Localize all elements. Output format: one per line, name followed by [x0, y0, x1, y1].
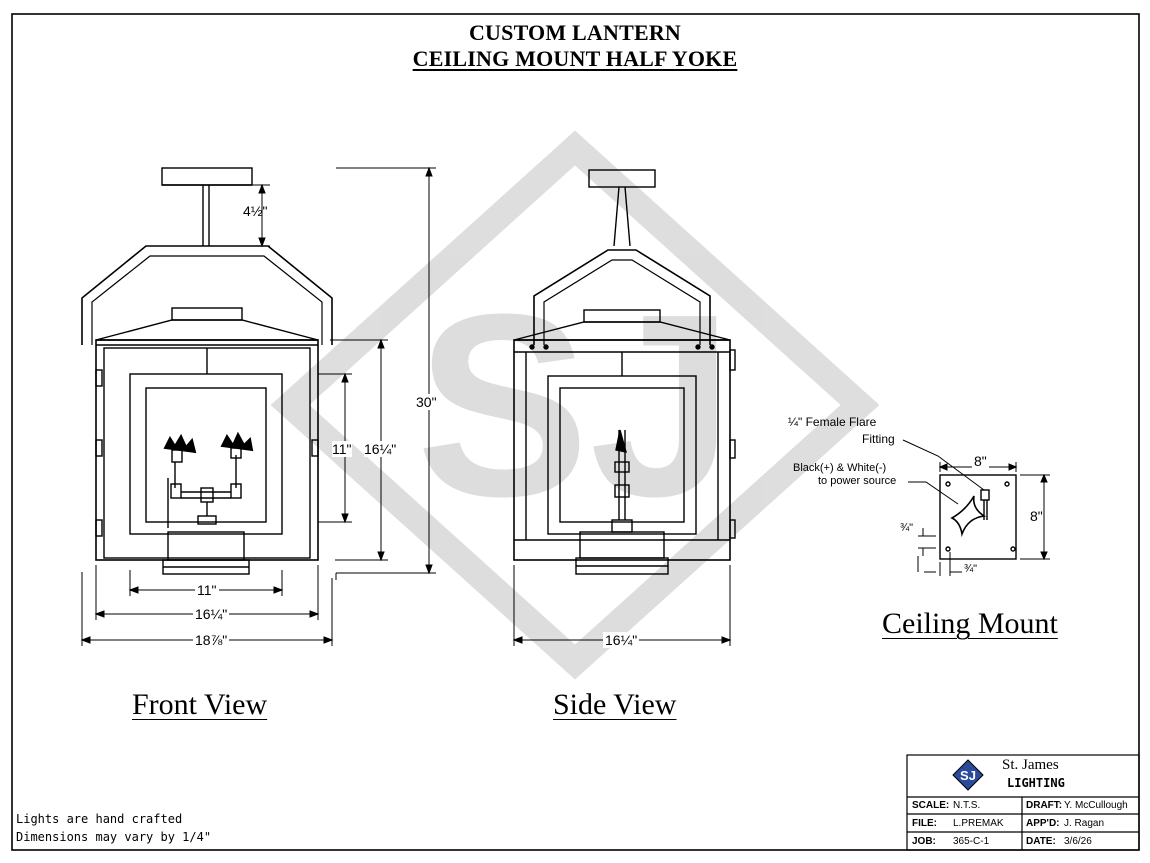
company-subtitle: LIGHTING [1007, 776, 1065, 790]
front-outer-height-dim: 16¼" [364, 441, 397, 457]
date-label: DATE: [1026, 836, 1056, 847]
drawing-title-line1: CUSTOM LANTERN [468, 20, 682, 45]
front-view-drawing [81, 167, 333, 575]
note-dimensions-vary: Dimensions may vary by 1/4" [16, 830, 212, 844]
draft-value: Y. McCullough [1064, 800, 1128, 811]
ceiling-mount-drawing [939, 474, 1017, 560]
wire-callout-line2: to power source [818, 475, 897, 487]
front-view-label: Front View [132, 688, 268, 721]
company-logo: SJ [952, 759, 984, 791]
front-dimensions [80, 166, 436, 646]
wire-callout-line1: Black(+) & White(-) [793, 462, 887, 474]
date-value: 3/6/26 [1064, 836, 1092, 847]
file-value: L.PREMAK [953, 818, 1004, 829]
side-view-label: Side View [553, 688, 677, 721]
drawing-title-line2: CEILING MOUNT HALF YOKE [412, 46, 738, 71]
front-inner-width-dim: 11" [195, 582, 219, 598]
ceiling-mount-label: Ceiling Mount [882, 607, 1058, 640]
front-canopy [161, 167, 253, 186]
scale-label: SCALE: [912, 800, 950, 811]
job-value: 365-C-1 [953, 836, 990, 847]
logo-text: SJ [960, 768, 976, 783]
appd-value: J. Ragan [1064, 818, 1105, 829]
drawing-title-line2-wrap: CEILING MOUNT HALF YOKE [0, 46, 1150, 72]
flare-callout-line1: ¼" Female Flare [788, 415, 877, 429]
front-inner-height-dim: 11" [332, 441, 352, 457]
watermark: SJ [270, 130, 880, 680]
mount-height-dim: 8" [1030, 508, 1043, 524]
front-stem-dim: 4½" [243, 203, 268, 219]
watermark-text: SJ [416, 261, 734, 551]
front-overall-width-dim: 18⅞" [193, 632, 230, 648]
sheet-border [11, 13, 1140, 851]
scale-value: N.T.S. [953, 800, 981, 811]
mount-offset-horizontal-dim: ¾" [964, 563, 978, 575]
company-name: St. James [1002, 757, 1059, 773]
title-block-frame [906, 754, 1140, 851]
note-hand-crafted: Lights are hand crafted [16, 812, 183, 826]
mount-width-dim: 8" [972, 453, 989, 469]
side-view-drawing [513, 169, 736, 575]
draft-label: DRAFT: [1026, 800, 1063, 811]
overall-height-dim: 30" [416, 394, 437, 410]
flare-callout-line2: Fitting [862, 432, 895, 446]
mount-dimensions [902, 439, 1050, 576]
appd-label: APP'D: [1026, 818, 1060, 829]
job-label: JOB: [912, 836, 936, 847]
mount-offset-vertical-dim: ¾" [900, 522, 914, 534]
side-width-dim: 16¼" [603, 632, 640, 648]
front-body-width-dim: 16¼" [193, 606, 230, 622]
file-label: FILE: [912, 818, 937, 829]
